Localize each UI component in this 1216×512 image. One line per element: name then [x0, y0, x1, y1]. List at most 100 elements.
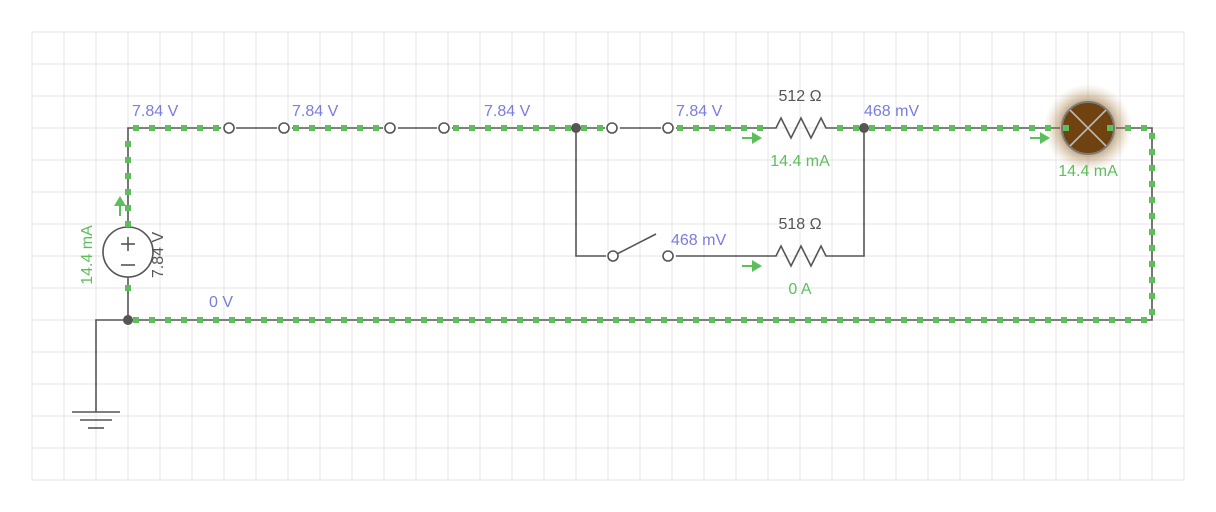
open-contact-3[interactable]: [606, 122, 674, 134]
voltage-label: 7.84 V: [292, 103, 339, 120]
resistor-518[interactable]: [768, 244, 832, 268]
current-dot: [997, 125, 1003, 131]
current-dot: [1045, 317, 1051, 323]
current-dot: [885, 317, 891, 323]
bulb-current: 14.4 mA: [1058, 163, 1118, 180]
current-dot: [597, 125, 603, 131]
current-dot: [581, 317, 587, 323]
current-dot: [1029, 125, 1035, 131]
current-dot: [1125, 125, 1131, 131]
current-dot: [549, 317, 555, 323]
current-dot: [213, 125, 219, 131]
source-voltage: 7.84 V: [150, 232, 167, 279]
current-dot: [165, 125, 171, 131]
ground-symbol: [72, 411, 120, 429]
resistor-512-value: 512 Ω: [778, 88, 821, 105]
components: [72, 84, 1132, 429]
source-current-arrow: [114, 196, 126, 216]
open-contact-2[interactable]: [384, 122, 450, 134]
light-bulb[interactable]: [1044, 84, 1132, 172]
current-dot: [501, 125, 507, 131]
current-dot: [469, 317, 475, 323]
junction-node[interactable]: [859, 123, 869, 133]
left-wire-top: [127, 127, 221, 232]
current-dot: [125, 205, 131, 211]
current-dot: [1149, 181, 1155, 187]
current-dot: [1029, 317, 1035, 323]
current-dot: [837, 125, 843, 131]
current-dot: [125, 285, 131, 291]
current-dot: [357, 125, 363, 131]
current-dot: [197, 317, 203, 323]
current-dot: [917, 317, 923, 323]
current-dot: [293, 125, 299, 131]
current-dot: [1063, 125, 1069, 131]
current-dot: [597, 317, 603, 323]
current-dot: [661, 317, 667, 323]
open-switch[interactable]: [607, 233, 674, 262]
current-dot: [725, 125, 731, 131]
current-dot: [645, 317, 651, 323]
branch-wire-right: [832, 128, 865, 257]
resistor-512-current-arrow: [742, 132, 762, 144]
resistor-518-current-arrow: [742, 260, 762, 272]
bulb-current-arrow: [1030, 132, 1050, 144]
current-dot: [1149, 213, 1155, 219]
current-dot: [261, 317, 267, 323]
current-dot: [197, 125, 203, 131]
resistor-512-current: 14.4 mA: [770, 153, 830, 170]
current-dot: [933, 317, 939, 323]
current-dot: [325, 125, 331, 131]
current-dot: [181, 125, 187, 131]
current-dot: [901, 317, 907, 323]
current-dot: [1061, 317, 1067, 323]
current-dot: [965, 317, 971, 323]
current-dot: [1149, 165, 1155, 171]
current-dot: [245, 317, 251, 323]
current-dot: [1109, 317, 1115, 323]
current-dot: [869, 317, 875, 323]
current-dot: [629, 317, 635, 323]
current-dot: [405, 317, 411, 323]
resistor-512[interactable]: [768, 116, 832, 140]
current-dot: [229, 317, 235, 323]
current-dot: [949, 125, 955, 131]
current-dot: [1149, 149, 1155, 155]
current-dot: [1149, 133, 1155, 139]
current-dot: [709, 317, 715, 323]
voltage-label: 468 mV: [864, 103, 919, 120]
current-dot: [373, 317, 379, 323]
current-dot: [437, 317, 443, 323]
open-contact-1[interactable]: [223, 122, 290, 134]
current-dot: [1013, 317, 1019, 323]
junction-node[interactable]: [123, 315, 133, 325]
current-dot: [469, 125, 475, 131]
current-dot: [741, 317, 747, 323]
resistor-518-value: 518 Ω: [778, 216, 821, 233]
right-wire: [127, 127, 1153, 321]
wires: [95, 127, 1153, 412]
current-dot: [149, 125, 155, 131]
dc-voltage-source[interactable]: [102, 226, 154, 278]
current-dot: [693, 125, 699, 131]
current-dot: [1149, 229, 1155, 235]
current-dot: [1013, 125, 1019, 131]
current-dot: [549, 125, 555, 131]
current-dot: [677, 317, 683, 323]
source-current: 14.4 mA: [79, 225, 96, 285]
current-dot: [389, 317, 395, 323]
current-dot: [165, 317, 171, 323]
current-dot: [1149, 197, 1155, 203]
current-dot: [1149, 309, 1155, 315]
current-dot: [853, 317, 859, 323]
current-dot: [181, 317, 187, 323]
current-dot: [133, 125, 139, 131]
branch-wire-left: [575, 128, 606, 257]
current-dot: [1149, 245, 1155, 251]
junction-node[interactable]: [571, 123, 581, 133]
current-dot: [1077, 317, 1083, 323]
current-dot: [757, 317, 763, 323]
current-dot: [1149, 293, 1155, 299]
current-dot: [901, 125, 907, 131]
